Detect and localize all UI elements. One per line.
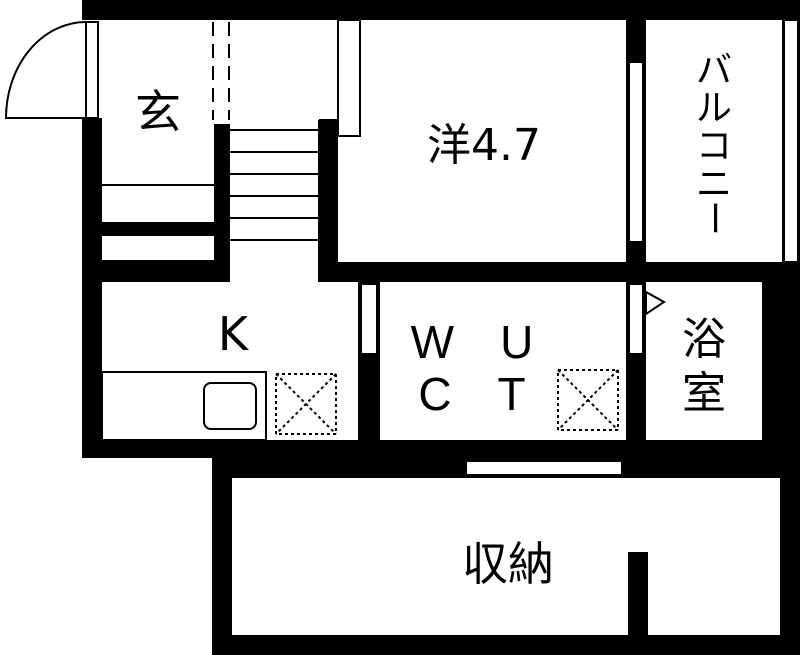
wall-kitchen-bottom xyxy=(82,282,102,458)
entrance-step xyxy=(102,184,214,186)
balcony-char: バ xyxy=(696,50,732,91)
room-label-storage: 収納 xyxy=(462,537,554,591)
wuct-appliance-box xyxy=(557,369,619,431)
balcony-char: ル xyxy=(696,88,732,129)
western-window-gap xyxy=(628,62,644,242)
room-label-wuct-line2: C T xyxy=(418,368,525,420)
bath-door-gap xyxy=(628,284,644,354)
wall-storage-right xyxy=(780,458,800,655)
storage-window-gap xyxy=(466,460,622,476)
wall-storage-post xyxy=(628,552,648,635)
wuct-door-gap xyxy=(360,284,378,354)
balcony-char: ー xyxy=(693,200,734,236)
staircase xyxy=(230,129,318,241)
kitchen-counter xyxy=(101,371,267,441)
balcony-char: コ xyxy=(696,126,732,167)
western-sliding-door-b xyxy=(319,119,337,263)
wall-storage-bottom xyxy=(212,635,800,655)
wall-top xyxy=(82,0,800,20)
western-window-frame xyxy=(628,61,644,243)
bath-door-frame xyxy=(628,283,644,355)
entry-door-swing xyxy=(4,21,87,119)
room-label-wuct-line1: W U xyxy=(411,316,534,368)
balcony-char: ニ xyxy=(696,164,732,205)
counter-outline xyxy=(101,371,267,441)
western-sliding-door-a xyxy=(337,19,361,137)
vent-boxes xyxy=(275,369,619,435)
wuct-door-frame xyxy=(360,283,378,355)
wall-entrance-shelf xyxy=(102,222,230,236)
storage-window-frame xyxy=(465,460,623,476)
wall-stair-bottom xyxy=(102,260,230,282)
bath-door-marker xyxy=(645,290,666,316)
room-label-western: 洋4.7 xyxy=(427,120,541,171)
wall-entrance-right xyxy=(214,124,230,274)
entry-door-panel xyxy=(85,21,99,119)
balcony-right-frame xyxy=(783,19,799,263)
room-label-balcony: バ ル コ ニ ー xyxy=(693,50,734,236)
wall-bath-right xyxy=(762,282,782,458)
balcony-right-gap xyxy=(784,20,798,262)
wall-western-bottom xyxy=(318,262,782,282)
room-label-bath-line2: 室 xyxy=(682,368,726,419)
wall-bottom-upper xyxy=(82,440,800,458)
room-label-entrance: 玄 xyxy=(135,85,181,139)
room-label-bath-line1: 浴 xyxy=(682,314,726,365)
entrance-sliding-door xyxy=(212,22,230,120)
frames xyxy=(85,19,799,476)
wall-western-left xyxy=(318,120,338,280)
sink-icon xyxy=(203,382,257,430)
openings xyxy=(82,20,798,476)
kitchen-appliance-box xyxy=(275,373,337,435)
wall-storage-left xyxy=(212,458,232,655)
room-label-kitchen: K xyxy=(218,307,250,361)
